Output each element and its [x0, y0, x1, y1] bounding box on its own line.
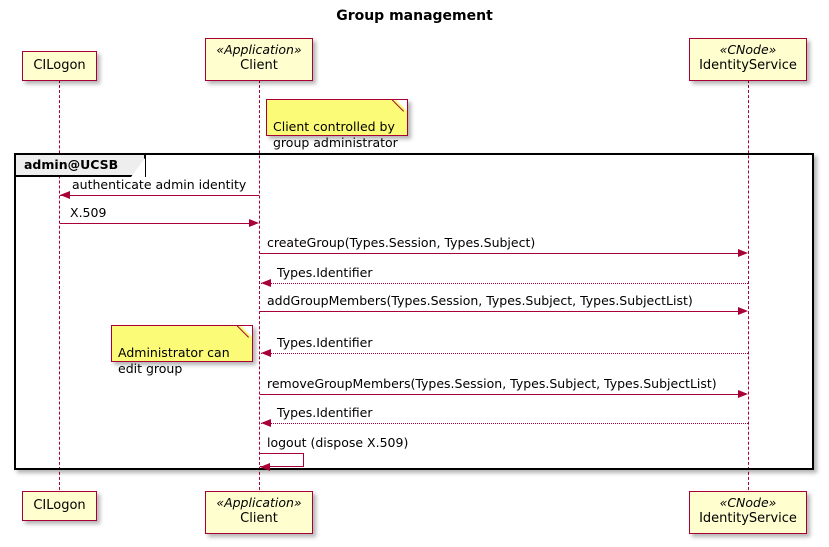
participant-client-name-bottom: Client: [240, 510, 278, 526]
note-admin-edit-text: Administrator can edit group: [118, 345, 230, 376]
participant-cilogon-bottom[interactable]: CILogon: [22, 491, 97, 521]
message-label-identifier-3: Types.Identifier: [277, 405, 373, 420]
message-arrowhead-removegroupmembers: [738, 389, 748, 398]
message-arrowhead-identifier-2: [261, 348, 271, 357]
diagram-title: Group management: [336, 8, 493, 24]
message-label-x509: X.509: [70, 205, 107, 220]
participant-identityservice-stereotype-bottom: «CNode»: [719, 495, 777, 510]
message-line-addgroupmembers: [260, 311, 738, 312]
participant-client-stereotype-bottom: «Application»: [216, 495, 302, 510]
note-fold-edge-icon: [392, 100, 407, 115]
message-arrowhead-identifier-3: [261, 418, 271, 427]
participant-identityservice-stereotype-top: «CNode»: [719, 42, 777, 57]
message-label-creategroup: createGroup(Types.Session, Types.Subject…: [267, 235, 536, 250]
lifeline-cilogon: [59, 80, 60, 495]
note-fold-edge-icon: [237, 326, 252, 341]
participant-client-bottom[interactable]: «Application» Client: [205, 491, 313, 534]
participant-client-stereotype-top: «Application»: [216, 42, 302, 57]
message-label-identifier-2: Types.Identifier: [277, 335, 373, 350]
participant-cilogon-name-bottom: CILogon: [33, 498, 86, 514]
message-label-removegroupmembers: removeGroupMembers(Types.Session, Types.…: [267, 376, 717, 391]
message-line-removegroupmembers: [260, 394, 738, 395]
message-arrowhead-authenticate: [60, 190, 70, 199]
message-line-authenticate: [60, 195, 259, 196]
participant-identityservice-name-top: IdentityService: [699, 57, 797, 73]
message-arrowhead-creategroup: [738, 248, 748, 257]
message-label-logout: logout (dispose X.509): [267, 435, 409, 450]
message-arrowhead-addgroupmembers: [738, 306, 748, 315]
message-arrowhead-identifier-1: [261, 278, 271, 287]
note-client-controlled-text: Client controlled by group administrator: [273, 119, 398, 150]
message-arrowhead-logout: [260, 462, 270, 471]
group-frame-admin-ucsb: [14, 153, 814, 470]
message-line-x509: [60, 223, 249, 224]
message-label-authenticate: authenticate admin identity: [72, 177, 247, 192]
group-frame-label: admin@UCSB: [16, 155, 147, 177]
participant-client-name-top: Client: [240, 57, 278, 73]
lifeline-client: [259, 80, 260, 495]
message-label-identifier-1: Types.Identifier: [277, 265, 373, 280]
participant-identityservice-top[interactable]: «CNode» IdentityService: [689, 38, 807, 81]
message-label-addgroupmembers: addGroupMembers(Types.Session, Types.Sub…: [267, 293, 693, 308]
message-self-loop-logout: [260, 453, 304, 467]
participant-cilogon-top[interactable]: CILogon: [22, 51, 97, 81]
participant-identityservice-bottom[interactable]: «CNode» IdentityService: [689, 491, 807, 534]
participant-cilogon-name-top: CILogon: [33, 58, 86, 74]
group-frame-label-text: admin@UCSB: [24, 157, 119, 172]
message-line-creategroup: [260, 253, 738, 254]
participant-identityservice-name-bottom: IdentityService: [699, 510, 797, 526]
note-admin-edit: Administrator can edit group: [111, 325, 253, 376]
participant-client-top[interactable]: «Application» Client: [205, 38, 313, 81]
message-line-identifier-2: [261, 353, 748, 354]
message-line-identifier-3: [261, 423, 748, 424]
message-arrowhead-x509: [249, 218, 259, 227]
lifeline-identityservice: [748, 80, 749, 495]
note-client-controlled: Client controlled by group administrator: [266, 99, 408, 150]
message-line-identifier-1: [261, 283, 748, 284]
